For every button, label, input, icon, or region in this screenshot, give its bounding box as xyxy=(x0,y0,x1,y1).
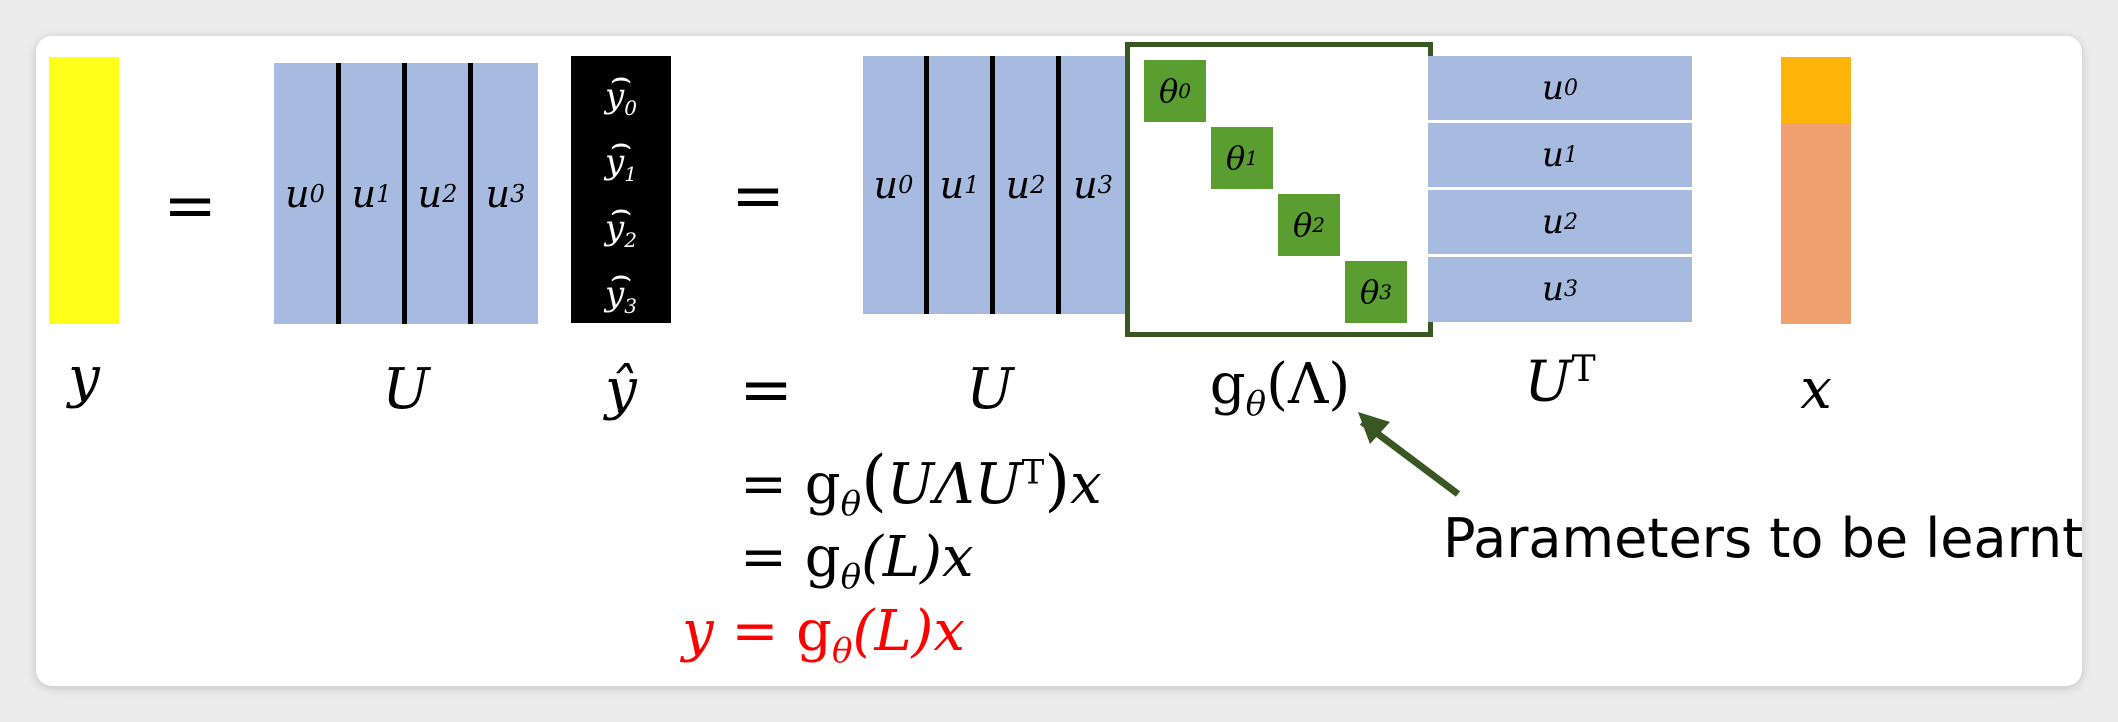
y-vector xyxy=(49,57,119,324)
equals-sign-1: = xyxy=(163,169,217,243)
u-label-left: U xyxy=(382,357,430,422)
formula-line-2: = gθ(L)x xyxy=(740,525,974,598)
column-divider xyxy=(990,56,995,314)
g-theta-lambda-label: gθ(Λ) xyxy=(1209,352,1351,425)
yhat-label: ŷ xyxy=(605,357,637,422)
x-vector-top xyxy=(1781,57,1851,123)
x-vector-bottom xyxy=(1781,123,1851,324)
ut-label: UT xyxy=(1524,349,1596,415)
column-divider xyxy=(336,63,341,324)
arrow-icon xyxy=(1358,412,1461,497)
formula-line-1: = gθ(UΛUT)x xyxy=(740,442,1102,525)
column-divider xyxy=(924,56,929,314)
u-label-right: U xyxy=(966,357,1014,422)
yhat-entry-2: ⌢y2 xyxy=(605,190,637,252)
formula-final: y = gθ(L)x xyxy=(682,599,965,672)
row-divider xyxy=(1428,120,1692,123)
row-divider xyxy=(1428,254,1692,257)
column-divider xyxy=(468,63,473,324)
x-label: x xyxy=(1800,357,1832,422)
column-divider xyxy=(402,63,407,324)
column-divider xyxy=(1056,56,1061,314)
y-label: y xyxy=(68,345,100,410)
equals-sign-3: = xyxy=(739,353,793,427)
annotation-parameters: Parameters to be learnt xyxy=(1443,507,2084,570)
row-divider xyxy=(1428,187,1692,190)
equals-sign-2: = xyxy=(731,159,785,233)
yhat-vector: ⌢y0 ⌢y1 ⌢y2 ⌢y3 xyxy=(571,56,671,323)
yhat-entry-3: ⌢y3 xyxy=(605,256,637,318)
yhat-entry-0: ⌢y0 xyxy=(605,58,637,120)
yhat-entry-1: ⌢y1 xyxy=(605,124,637,186)
